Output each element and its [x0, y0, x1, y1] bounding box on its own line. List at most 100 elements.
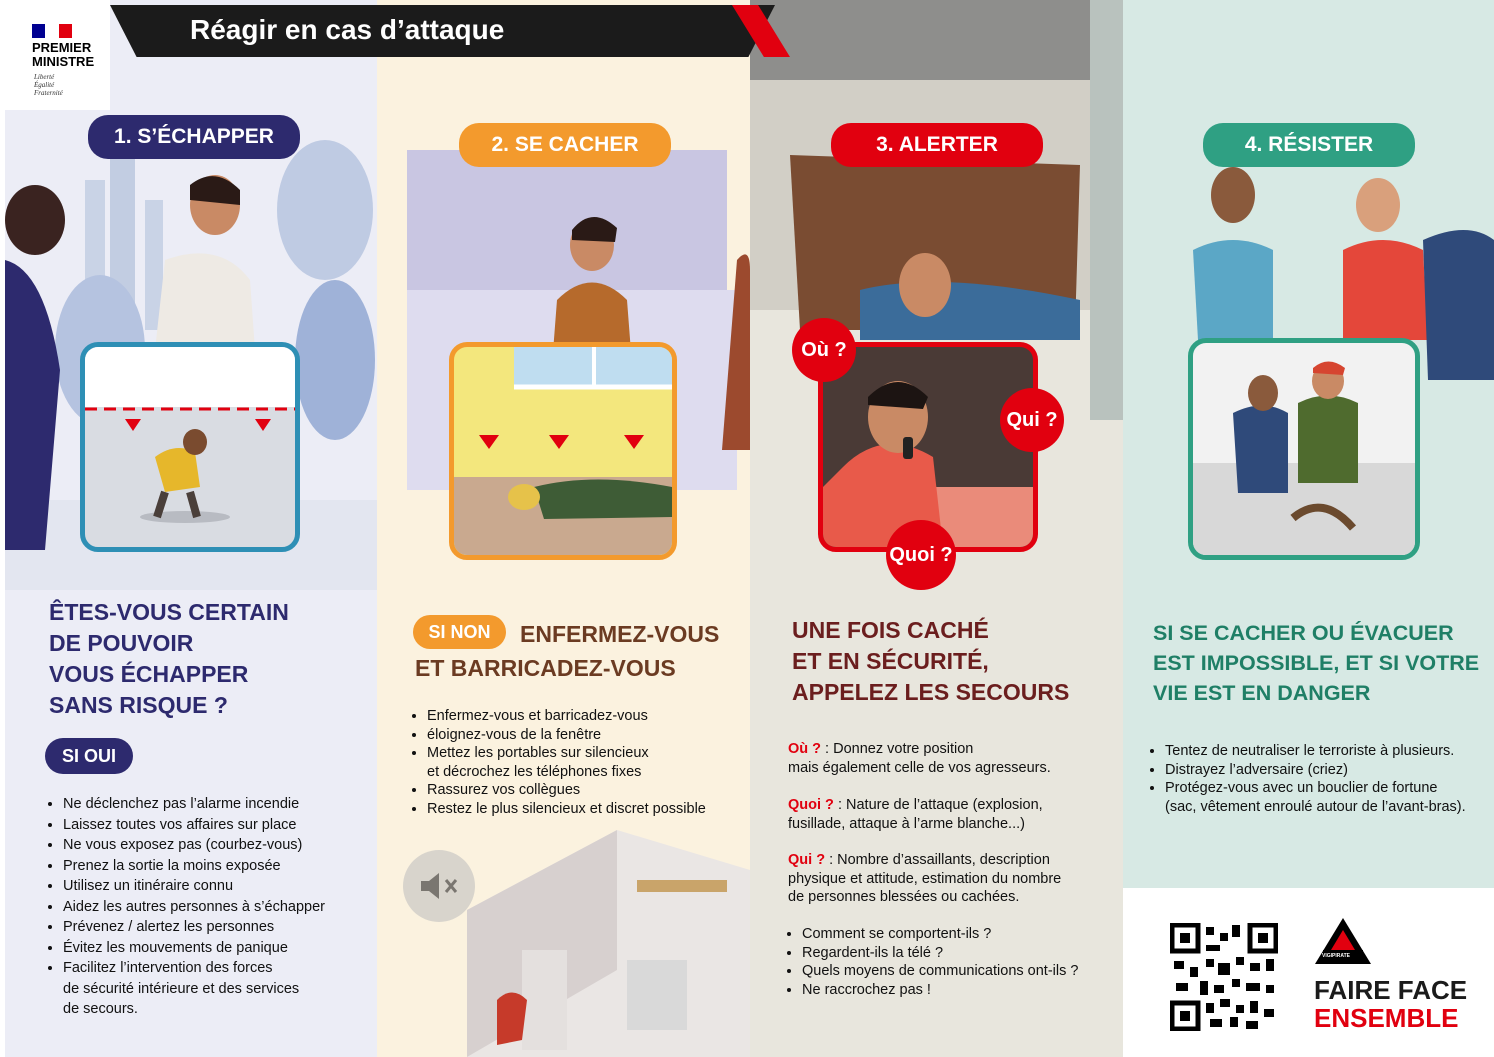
- list-item: Ne déclenchez pas l’alarme incendie: [63, 794, 325, 815]
- list-item: Mettez les portables sur silencieux: [427, 744, 706, 763]
- escape-inset-image: [85, 347, 295, 523]
- what-text: : Nature de l’attaque (explosion,: [833, 797, 1043, 813]
- section-alert: Où ? Qui ? Quoi ? UNE FOIS CACHÉ ET EN S…: [750, 0, 1123, 1057]
- list-item: Aidez les autres personnes à s’échapper: [63, 897, 325, 918]
- what-paragraph: Quoi ? : Nature de l’attaque (explosion,…: [788, 796, 1043, 833]
- bubble-what: Quoi ?: [886, 520, 956, 590]
- logo-text: PREMIER MINISTRE: [32, 41, 94, 69]
- motto-line: Fraternité: [34, 89, 63, 97]
- list-item: Évitez les mouvements de panique: [63, 938, 325, 959]
- list-item: Comment se comportent-ils ?: [802, 925, 1078, 944]
- who-label: Qui ?: [788, 852, 826, 868]
- logo-line: PREMIER: [32, 40, 92, 55]
- alert-illustration: [750, 0, 1123, 420]
- list-item: Tentez de neutraliser le terroriste à pl…: [1165, 742, 1466, 761]
- list-item: Laissez toutes vos affaires sur place: [63, 815, 325, 836]
- list-item: Quels moyens de communications ont-ils ?: [802, 962, 1078, 981]
- mute-icon: [403, 850, 475, 922]
- list-item: Prenez la sortie la moins exposée: [63, 856, 325, 877]
- list-item-continued: de secours.: [63, 1001, 138, 1017]
- who-paragraph: Qui ? : Nombre d’assaillants, descriptio…: [788, 851, 1061, 907]
- motto-line: Liberté: [34, 73, 55, 81]
- escape-illustration: [5, 140, 377, 590]
- resist-heading-line: EST IMPOSSIBLE, ET SI VOTRE: [1153, 651, 1480, 675]
- hide-inset-frame: [449, 342, 677, 560]
- escape-heading-line: VOUS ÉCHAPPER: [49, 661, 249, 687]
- who-text: physique et attitude, estimation du nomb…: [788, 870, 1062, 887]
- resist-list: Tentez de neutraliser le terroriste à pl…: [1147, 742, 1466, 816]
- where-text: mais également celle de vos agresseurs.: [788, 759, 1051, 776]
- where-label: Où ?: [788, 741, 822, 757]
- logo-line: MINISTRE: [32, 54, 95, 69]
- list-item: Protégez-vous avec un bouclier de fortun…: [1165, 779, 1466, 798]
- section-resist: SI SE CACHER OU ÉVACUER EST IMPOSSIBLE, …: [1123, 0, 1494, 1057]
- government-logo: PREMIER MINISTRE Liberté Égalité Fratern…: [0, 0, 110, 110]
- section-hide: SI NON ENFERMEZ-VOUS ET BARRICADEZ-VOUS …: [377, 0, 750, 1057]
- escape-heading: ÊTES-VOUS CERTAIN DE POUVOIR VOUS ÉCHAPP…: [49, 597, 289, 721]
- resist-inset-image: [1193, 361, 1415, 555]
- si-oui-badge: SI OUI: [45, 738, 133, 774]
- who-text: : Nombre d’assaillants, description: [825, 852, 1050, 868]
- french-flag-icon: [32, 24, 72, 38]
- list-item: Prévenez / alertez les personnes: [63, 917, 325, 938]
- alert-heading-line: APPELEZ LES SECOURS: [792, 679, 1070, 705]
- alert-heading-line: UNE FOIS CACHÉ: [792, 617, 989, 643]
- resist-inset-frame: [1188, 338, 1420, 560]
- step-alert-title: 3. ALERTER: [831, 123, 1043, 167]
- escape-inset-frame: [80, 342, 300, 552]
- motto-line: Égalité: [34, 81, 55, 89]
- what-text: fusillade, attaque à l’arme blanche...): [788, 815, 1025, 832]
- resist-heading-line: SI SE CACHER OU ÉVACUER: [1153, 621, 1454, 645]
- escape-list: Ne déclenchez pas l’alarme incendie Lais…: [45, 794, 325, 1020]
- alert-list: Comment se comportent-ils ? Regardent-il…: [784, 925, 1078, 999]
- section-escape: ÊTES-VOUS CERTAIN DE POUVOIR VOUS ÉCHAPP…: [5, 0, 377, 1057]
- escape-heading-line: ÊTES-VOUS CERTAIN: [49, 599, 289, 625]
- office-illustration: [467, 830, 750, 1057]
- what-label: Quoi ?: [788, 797, 834, 813]
- escape-heading-line: SANS RISQUE ?: [49, 692, 228, 718]
- list-item: Enfermez-vous et barricadez-vous: [427, 707, 706, 726]
- footer-panel: VIGIPIRATE FAIRE FACE ENSEMBLE: [1123, 888, 1494, 1057]
- alert-heading-line: ET EN SÉCURITÉ,: [792, 648, 989, 674]
- bubble-who: Qui ?: [1000, 388, 1064, 452]
- vigipirate-logo: [1315, 918, 1371, 964]
- list-item: Regardent-ils la télé ?: [802, 944, 1078, 963]
- faire-face-text: FAIRE FACE: [1314, 975, 1468, 1005]
- list-item: Distrayez l’adversaire (criez): [1165, 761, 1466, 780]
- page-title: Réagir en cas d’attaque: [190, 14, 505, 45]
- escape-heading-line: DE POUVOIR: [49, 630, 194, 656]
- qr-code: [1170, 923, 1278, 1031]
- list-item: Utilisez un itinéraire connu: [63, 876, 325, 897]
- list-item: Restez le plus silencieux et discret pos…: [427, 800, 706, 819]
- hide-list: Enfermez-vous et barricadez-vous éloigne…: [409, 707, 706, 818]
- hide-heading-line: ET BARRICADEZ-VOUS: [415, 655, 676, 681]
- alert-inset-frame: [818, 342, 1038, 552]
- alert-inset-image: [823, 381, 1033, 547]
- step-escape-title: 1. S’ÉCHAPPER: [88, 115, 300, 159]
- list-item: Facilitez l’intervention des forces: [63, 958, 325, 979]
- header-bar: [110, 5, 775, 57]
- list-item-continued: de sécurité intérieure et des services: [63, 980, 300, 997]
- where-paragraph: Où ? : Donnez votre position mais égalem…: [788, 740, 1051, 777]
- vigipirate-label: VIGIPIRATE: [1322, 953, 1350, 959]
- list-item: Ne raccrochez pas !: [802, 981, 1078, 1000]
- list-item: Ne vous exposez pas (courbez-vous): [63, 835, 325, 856]
- alert-heading: UNE FOIS CACHÉ ET EN SÉCURITÉ, APPELEZ L…: [792, 615, 1069, 708]
- hide-heading-line: ENFERMEZ-VOUS: [520, 621, 720, 647]
- step-hide-title: 2. SE CACHER: [459, 123, 671, 167]
- resist-heading-line: VIE EST EN DANGER: [1153, 681, 1371, 705]
- who-text: de personnes blessées ou cachées.: [788, 889, 1020, 905]
- list-item-continued: (sac, vêtement enroulé autour de l’avant…: [1165, 798, 1466, 815]
- where-text: : Donnez votre position: [821, 741, 974, 757]
- list-item: Rassurez vos collègues: [427, 781, 706, 800]
- hide-inset-image: [454, 347, 672, 555]
- resist-heading: SI SE CACHER OU ÉVACUER EST IMPOSSIBLE, …: [1153, 618, 1479, 708]
- logo-motto: Liberté Égalité Fraternité: [34, 73, 63, 97]
- resist-illustration: [1193, 167, 1494, 380]
- step-resist-title: 4. RÉSISTER: [1203, 123, 1415, 167]
- hide-heading: ENFERMEZ-VOUS ET BARRICADEZ-VOUS: [415, 617, 719, 685]
- list-item: éloignez-vous de la fenêtre: [427, 726, 706, 745]
- si-non-badge: SI NON: [413, 615, 506, 649]
- list-item-continued: et décrochez les téléphones fixes: [427, 763, 642, 780]
- ensemble-text: ENSEMBLE: [1314, 1003, 1459, 1033]
